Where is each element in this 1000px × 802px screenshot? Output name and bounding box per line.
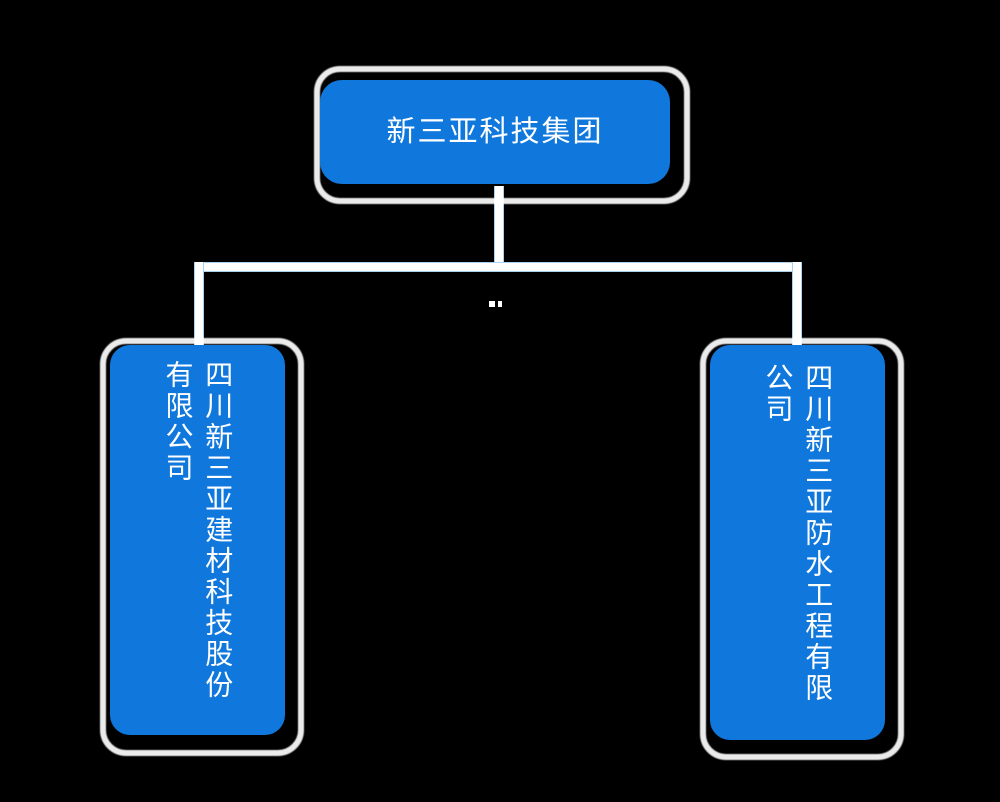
connector-root-stem	[494, 186, 504, 268]
artifact-dot-left	[489, 301, 495, 307]
left-child-halo	[100, 338, 304, 756]
node-root-label: 新三亚科技集团	[386, 114, 604, 149]
connector-horizontal-bus	[194, 262, 802, 272]
right-child-halo	[700, 338, 904, 760]
node-root[interactable]: 新三亚科技集团	[320, 80, 670, 184]
connector-drop-right	[792, 262, 802, 350]
artifact-dot-right	[498, 301, 502, 307]
root-node-halo	[314, 66, 690, 204]
node-child-right[interactable]: 四川新三亚防水工程有限公司	[710, 345, 885, 740]
node-child-left-label: 四川新三亚建材科技股份有限公司	[161, 360, 235, 701]
node-child-left[interactable]: 四川新三亚建材科技股份有限公司	[110, 345, 285, 735]
node-child-right-label: 四川新三亚防水工程有限公司	[761, 362, 835, 704]
connector-drop-left	[194, 262, 204, 350]
